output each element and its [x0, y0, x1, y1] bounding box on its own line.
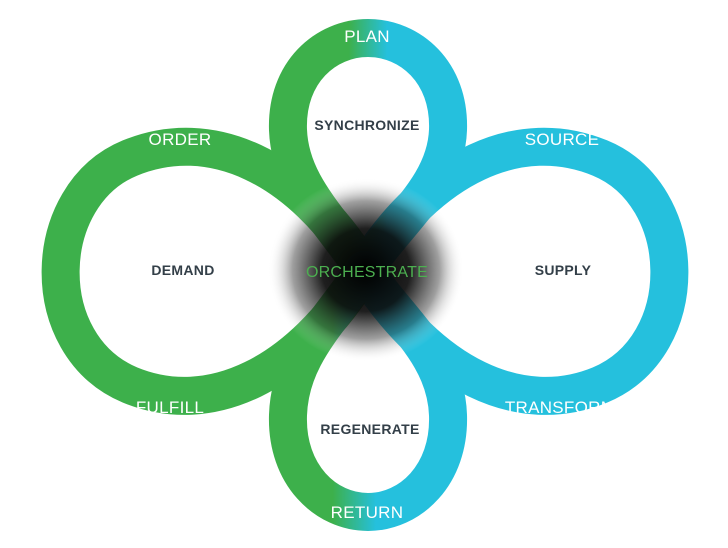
- label-return: RETURN: [331, 503, 404, 522]
- regenerate-loop: [268, 251, 468, 531]
- label-orchestrate: ORCHESTRATE: [306, 264, 428, 281]
- label-demand: DEMAND: [151, 262, 214, 278]
- orchestrate-hub: [268, 178, 464, 362]
- label-plan: PLAN: [344, 27, 390, 46]
- label-transform: TRANSFORM: [505, 398, 615, 417]
- demand-loop: [41, 127, 383, 415]
- synchronize-loop: [268, 19, 468, 289]
- supply-loop: [345, 127, 689, 415]
- label-regenerate: REGENERATE: [320, 421, 419, 437]
- label-synchronize: SYNCHRONIZE: [314, 117, 419, 133]
- label-order: ORDER: [149, 130, 212, 149]
- label-fulfill: FULFILL: [136, 398, 204, 417]
- label-source: SOURCE: [525, 130, 600, 149]
- label-supply: SUPPLY: [535, 262, 592, 278]
